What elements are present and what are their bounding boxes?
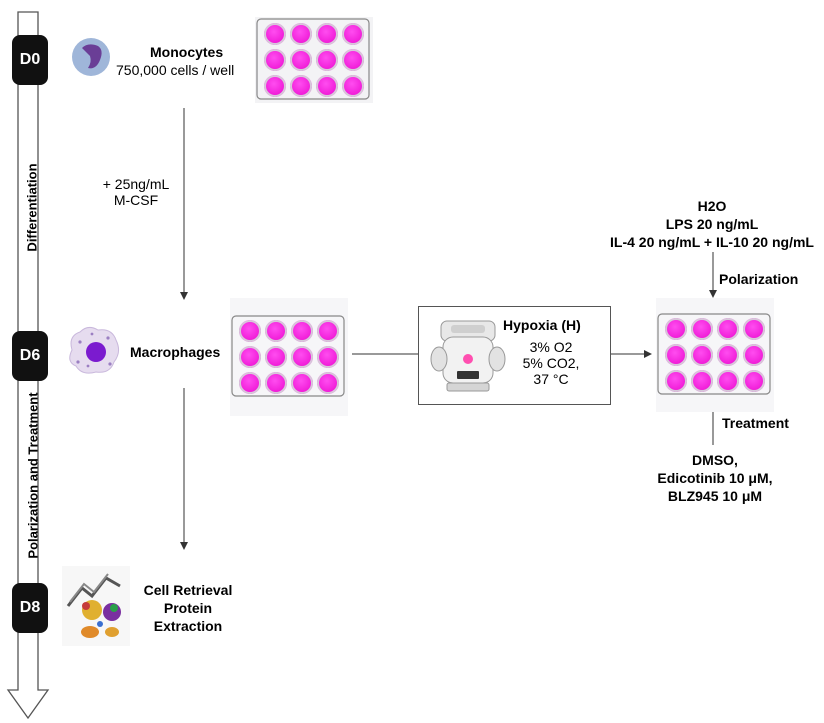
polarization-condition-lps: LPS 20 ng/mL [665,216,759,232]
treatment-conditions: DMSO, Edicotinib 10 μM, BLZ945 10 μM [630,451,800,505]
treatment-condition-dmso: DMSO, [692,452,738,468]
monocyte-icon [72,38,110,76]
macrophage-icon [69,326,120,374]
day-marker-d8: D8 [12,583,48,633]
retrieval-line1: Cell Retrieval [143,582,233,598]
hypoxia-co2: 5% CO2, [522,355,580,371]
well-plate-d0 [255,17,373,103]
treatment-condition-edicotinib: Edicotinib 10 μM, [657,470,773,486]
hypoxia-conditions: 3% O2 5% CO2, 37 °C [511,339,591,387]
polarization-condition-il4-il10: IL-4 20 ng/mL + IL-10 20 ng/mL [610,234,814,250]
treatment-label: Treatment [722,415,789,431]
hypoxia-title: Hypoxia (H) [503,317,581,333]
retrieval-label: Cell Retrieval Protein Extraction [130,581,246,635]
mcsf-line1: + 25ng/mL [102,176,170,192]
monocytes-title: Monocytes [150,44,224,60]
well-plate-d6 [230,298,348,416]
day-marker-d0: D0 [12,35,48,85]
hypoxia-box: Hypoxia (H) 3% O2 5% CO2, 37 °C [418,306,611,405]
phase-differentiation: Differentiation [24,163,40,252]
retrieval-line3: Extraction [153,618,223,634]
polarization-label: Polarization [719,271,799,287]
hypoxia-o2: 3% O2 [529,339,573,355]
treatment-condition-blz945: BLZ945 10 μM [667,488,763,504]
well-plate-final [656,298,774,412]
day-marker-d6: D6 [12,331,48,381]
mcsf-label: + 25ng/mL M-CSF [100,176,172,208]
hypoxia-temp: 37 °C [533,371,569,387]
incubator-icon [430,320,506,392]
monocytes-count: 750,000 cells / well [116,62,235,78]
macrophages-label: Macrophages [130,344,221,360]
polarization-conditions: H2O LPS 20 ng/mL IL-4 20 ng/mL + IL-10 2… [592,197,824,251]
mcsf-line2: M-CSF [113,192,159,208]
retrieval-line2: Protein [163,600,213,616]
protein-icon [62,566,130,646]
phase-polarization-treatment: Polarization and Treatment [25,392,41,559]
polarization-condition-h2o: H2O [697,198,727,214]
